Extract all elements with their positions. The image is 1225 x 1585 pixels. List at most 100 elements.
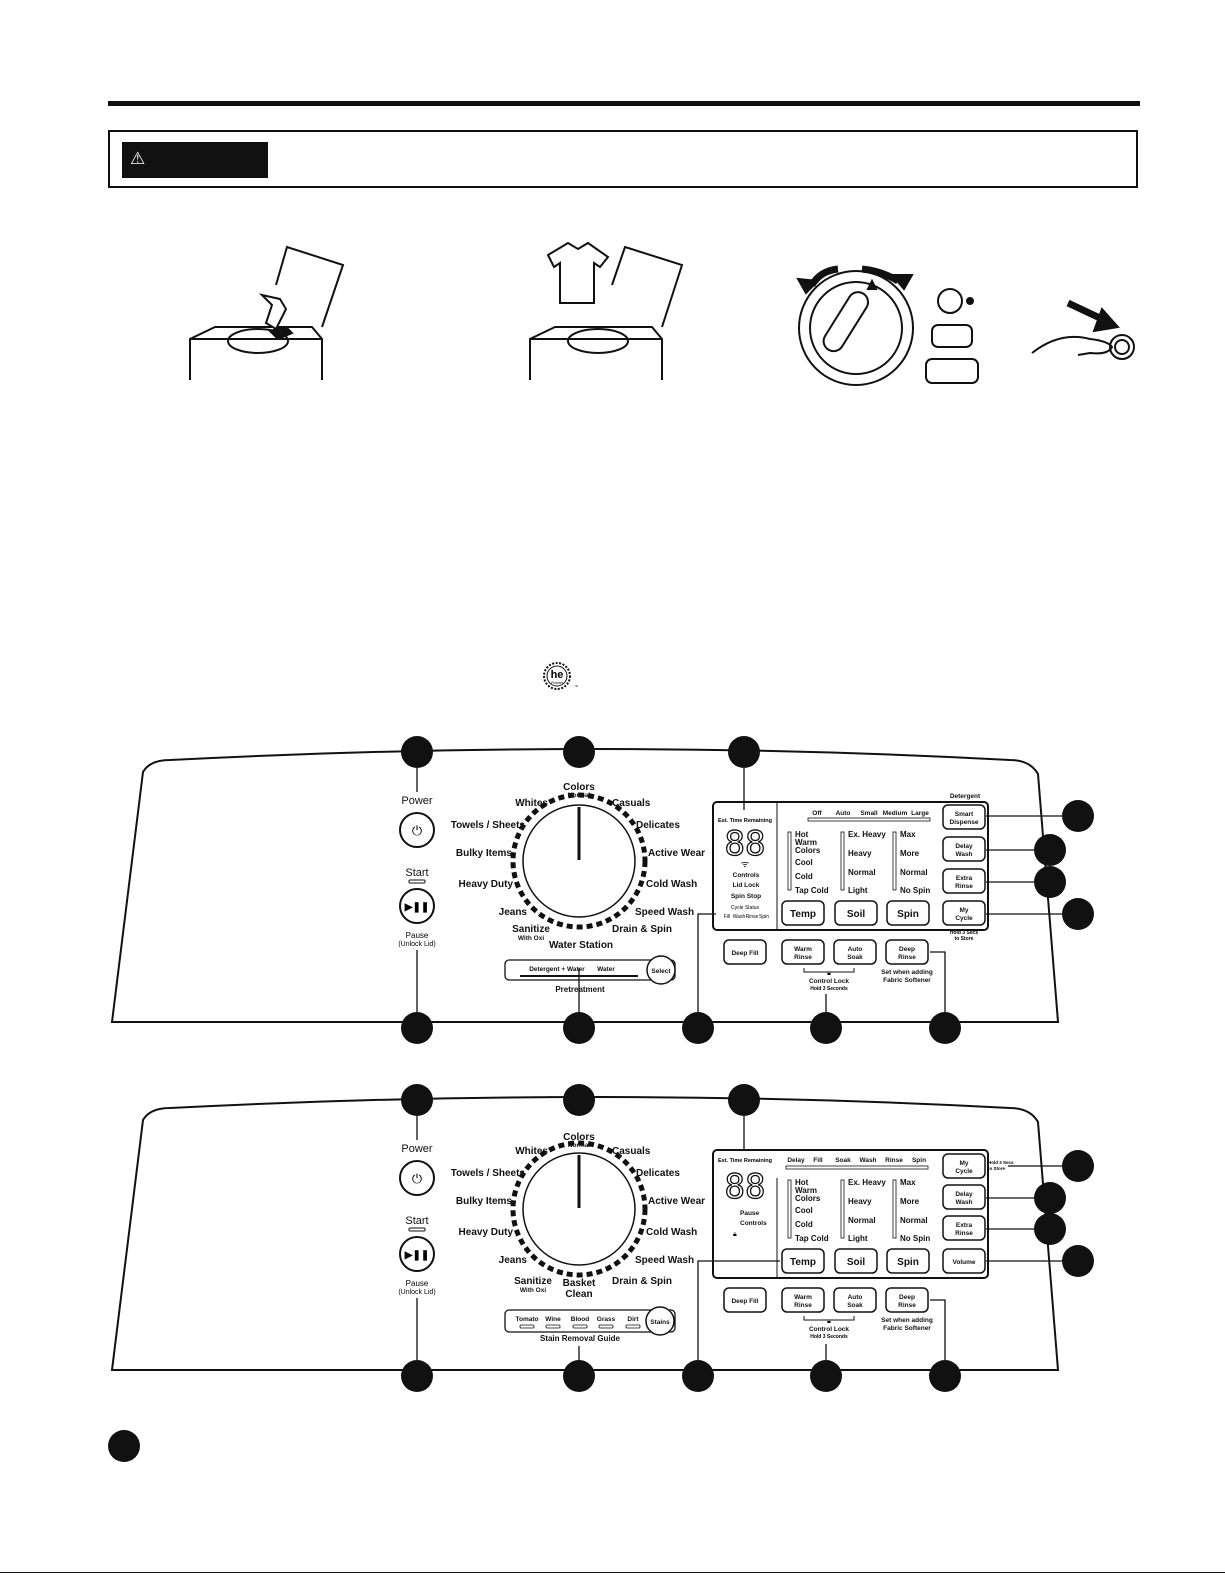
volume-button[interactable] [942,1248,986,1274]
dial-sanitize: Sanitize [512,924,550,935]
spin-button[interactable] [886,900,930,926]
smart-dispense-button[interactable] [942,804,986,830]
load-clothes-illustration [529,241,684,380]
dial-whites: Whites [515,1146,548,1157]
hold-note: to Store [988,1166,1005,1171]
btn-label: Deep [899,1294,915,1301]
soil-button[interactable] [834,900,878,926]
cycle-step: Soak [835,1157,851,1164]
cycle-dial[interactable] [522,804,636,918]
warm-rinse-button[interactable] [781,1287,825,1313]
water-station-label: Water Station [549,940,613,951]
dial-heavy: Heavy Duty [459,1227,514,1238]
btn-label: Delay [955,1191,973,1198]
dial-heavy: Heavy Duty [459,879,514,890]
btn-label: Extra [956,875,973,882]
callout-marker [401,1084,760,1116]
btn-label: Delay [955,843,973,850]
spin-level: Max [900,1178,916,1187]
deep-fill-label: Deep Fill [731,950,758,957]
play-pause-icon: ▶❚❚ [404,1250,429,1261]
btn-label: Extra [956,1222,973,1229]
deep-rinse-button[interactable] [885,1287,929,1313]
cycle-step: Spin [912,1157,926,1164]
lock-icon: 🔒︎ [827,970,831,977]
warm-rinse-button[interactable] [781,939,825,965]
soil-button-label: Soil [847,1257,866,1268]
stain-option: Tomato [516,1316,539,1323]
btn-label: Soak [847,954,863,961]
deep-fill-button[interactable] [723,939,767,965]
status-spinstop: Spin Stop [731,893,761,900]
hold-3-label: Hold 3 Seconds [810,986,848,992]
deep-rinse-button[interactable] [885,939,929,965]
spin-level: No Spin [900,1234,930,1243]
spin-button-label: Spin [897,1257,919,1268]
temp-button[interactable] [781,900,825,926]
dial-drain: Drain & Spin [612,1276,672,1287]
display-panel [712,1149,989,1279]
soil-button[interactable] [834,1248,878,1274]
hold-3-label: Hold 3 Seconds [810,1334,848,1340]
my-cycle-button[interactable] [942,1153,986,1179]
dial-bulky: Bulky Items [456,1196,513,1207]
btn-label: Auto [848,1294,863,1301]
spin-button[interactable] [886,1248,930,1274]
dial-active: Active Wear [648,1196,705,1207]
deep-fill-button[interactable] [723,1287,767,1313]
callout-marker [401,736,760,768]
delay-wash-button[interactable] [942,1184,986,1210]
btn-label: Warm [794,1294,812,1301]
extra-rinse-button[interactable] [942,1215,986,1241]
cycle-dial[interactable] [522,1152,636,1266]
bottom-rule [0,1572,1225,1573]
cycle-step: Fill [813,1157,823,1164]
btn-label: Soak [847,1302,863,1309]
temp-level: Warm [795,1186,817,1195]
dial-coldwash: Cold Wash [646,1227,697,1238]
stains-button[interactable] [645,1306,675,1336]
soil-level: Light [848,1234,868,1243]
soil-level: Light [848,886,868,895]
power-button[interactable] [399,1160,435,1196]
est-time-label: Est. Time Remaining [718,1158,772,1164]
dial-towels: Towels / Sheets [451,1168,526,1179]
dial-delicates: Delicates [636,820,680,831]
auto-soak-button[interactable] [833,939,877,965]
temp-level: Colors [795,846,821,855]
start-pause-button[interactable] [399,888,435,924]
pause-label: Pause [406,1279,429,1288]
callout-marker [1034,800,1094,930]
display-panel [712,801,989,931]
soil-level: Normal [848,868,876,877]
soil-level: Heavy [848,849,872,858]
detergent-level: Off [812,810,822,817]
start-label: Start [405,867,428,879]
stain-option: Dirt [627,1316,639,1323]
power-label: Power [401,1143,433,1155]
time-digits: 88 [725,1167,766,1207]
control-lock-label: Control Lock [809,1326,849,1333]
my-cycle-button[interactable] [942,900,986,926]
spin-level: Normal [900,1216,928,1225]
lock-icon: 🔒︎ [733,1231,737,1238]
delay-wash-button[interactable] [942,836,986,862]
dial-clean: Clean [565,1289,592,1300]
select-button[interactable] [646,955,676,985]
btn-label: Cycle [955,1168,973,1175]
pretreat-option: Water [597,966,615,973]
select-button-label: Select [651,968,671,975]
power-button[interactable] [399,812,435,848]
dial-jeans: Jeans [499,907,528,918]
btn-label: Dispense [950,819,979,826]
temp-button[interactable] [781,1248,825,1274]
cycle-step: Delay [787,1157,805,1164]
btn-label: Rinse [794,954,812,961]
auto-soak-button[interactable] [833,1287,877,1313]
dial-basket: Basket [563,1278,596,1289]
extra-rinse-button[interactable] [942,868,986,894]
top-rule [108,101,1140,106]
dial-casuals: Casuals [612,798,651,809]
start-pause-button[interactable] [399,1236,435,1272]
callout-marker [401,1360,961,1392]
